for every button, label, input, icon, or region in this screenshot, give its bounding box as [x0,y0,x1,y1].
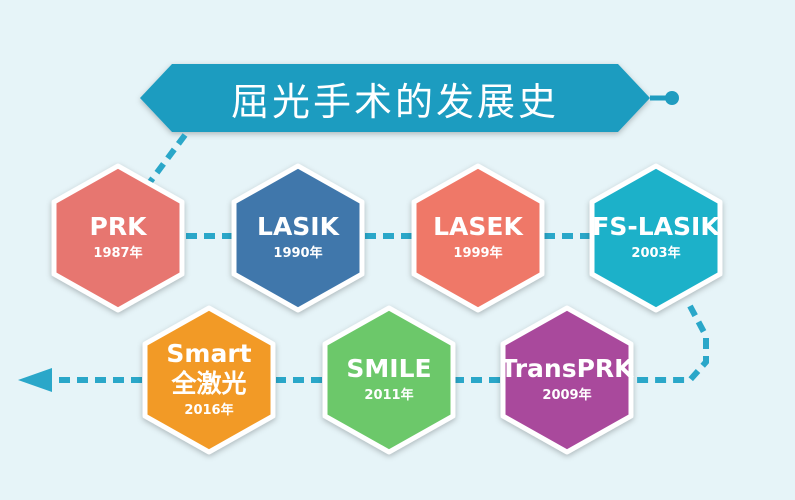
stage-year: 2016年 [184,403,234,418]
stage-name: Smart [166,339,252,368]
stage-name: 全激光 [171,369,247,398]
banner-tail-dot [665,91,679,105]
stage-name: LASEK [433,212,523,241]
stage-year: 1987年 [93,246,143,261]
stage-name: PRK [89,212,147,241]
stage-year: 2009年 [542,388,592,403]
hexagon-stage-3 [589,163,723,313]
stage-label-3: FS-LASIK 2003年 [581,212,731,264]
hexagon-stage-2 [411,163,545,313]
hexagon-stage-4 [500,305,634,455]
stage-name: SMILE [346,354,432,383]
stage-year: 2003年 [631,246,681,261]
hexagon-stage-5 [322,305,456,455]
hexagon-stage-0 [51,163,185,313]
stage-label-0: PRK 1987年 [43,212,193,264]
stage-year: 2011年 [364,388,414,403]
timeline-arrowhead [18,368,52,392]
hexagon-stage-6 [142,305,276,455]
stage-year: 1999年 [453,246,503,261]
diagram-title: 屈光手术的发展史 [230,79,559,124]
stage-year: 1990年 [273,246,323,261]
stage-label-5: SMILE 2011年 [314,354,464,406]
stage-label-2: LASEK 1999年 [403,212,553,264]
connector-fslasik-to-transprk [633,304,709,383]
hexagon-stage-1 [231,163,365,313]
stage-label-4: TransPRK 2009年 [492,354,642,406]
stage-label-1: LASIK 1990年 [223,212,373,264]
title-banner [140,64,650,132]
stage-name: FS-LASIK [592,212,720,241]
stage-name: LASIK [257,212,339,241]
connector-banner-to-prk [147,133,188,184]
stage-name: TransPRK [500,354,634,383]
